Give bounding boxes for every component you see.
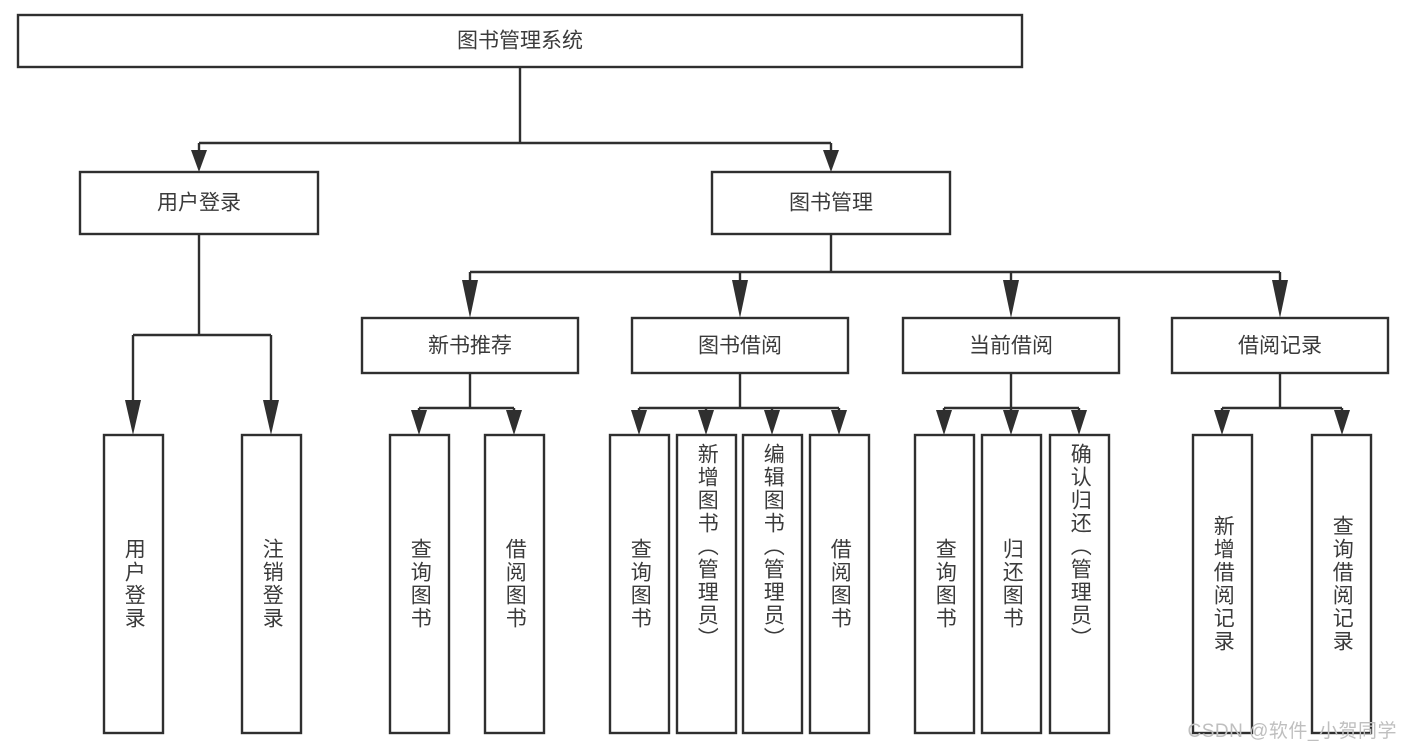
borrow-record-label: 借阅记录 (1238, 335, 1322, 358)
arrow-to-book-mgmt (823, 150, 839, 172)
arrow-to-book-borrow (732, 280, 748, 318)
node-current-borrow[interactable]: 当前借阅 (901, 316, 1121, 375)
node-user-login[interactable]: 用户登录 (78, 170, 320, 236)
arrow-borrow-leaf-3 (764, 410, 780, 435)
new-book-recommend-box[interactable] (360, 316, 580, 375)
arrow-current-leaf-3 (1071, 410, 1087, 435)
leaf-box-edit-book-admin[interactable] (741, 433, 804, 735)
book-management-label: 图书管理 (789, 192, 873, 215)
book-management-box[interactable] (710, 170, 952, 236)
leaf-box-add-book-admin[interactable] (675, 433, 738, 735)
node-new-book-recommend[interactable]: 新书推荐 (360, 316, 580, 375)
root-box[interactable] (16, 13, 1024, 69)
leaf-box-query-book-b[interactable] (608, 433, 671, 735)
arrow-record-leaf-2 (1334, 410, 1350, 435)
arrow-newbook-leaf-2 (506, 410, 522, 435)
book-borrow-label: 图书借阅 (698, 335, 782, 358)
node-borrow-record[interactable]: 借阅记录 (1170, 316, 1390, 375)
arrow-borrow-leaf-2 (698, 410, 714, 435)
leaf-box-borrow-book-b[interactable] (808, 433, 871, 735)
arrow-borrow-leaf-4 (831, 410, 847, 435)
leaf-box-query-record[interactable] (1310, 433, 1373, 735)
connector-layer (125, 67, 1350, 435)
arrow-to-borrow-record (1272, 280, 1288, 318)
leaf-box-user-login[interactable] (102, 433, 165, 735)
book-borrow-box[interactable] (630, 316, 850, 375)
root-label: 图书管理系统 (457, 30, 583, 53)
arrow-record-leaf-1 (1214, 410, 1230, 435)
leaf-box-logout[interactable] (240, 433, 303, 735)
leaf-box-borrow-book-a[interactable] (483, 433, 546, 735)
arrow-current-leaf-2 (1003, 410, 1019, 435)
leaf-box-add-record[interactable] (1191, 433, 1254, 735)
new-book-recommend-label: 新书推荐 (428, 335, 512, 358)
arrow-newbook-leaf-1 (411, 410, 427, 435)
arrow-current-leaf-1 (936, 410, 952, 435)
leaf-box-query-book-c[interactable] (913, 433, 976, 735)
arrow-to-new-book-rec (462, 280, 478, 318)
node-book-management[interactable]: 图书管理 (710, 170, 952, 236)
leaf-box-layer (102, 433, 1373, 735)
arrow-borrow-leaf-1 (631, 410, 647, 435)
arrow-to-user-login (191, 150, 207, 172)
watermark-text: CSDN @软件_小贺同学 (1187, 721, 1397, 742)
leaf-box-confirm-return[interactable] (1048, 433, 1111, 735)
node-root[interactable]: 图书管理系统 (16, 13, 1024, 69)
node-book-borrow[interactable]: 图书借阅 (630, 316, 850, 375)
leaf-box-return-book[interactable] (980, 433, 1043, 735)
user-login-box[interactable] (78, 170, 320, 236)
leaf-box-query-book-a[interactable] (388, 433, 451, 735)
arrow-to-current-borrow (1003, 280, 1019, 318)
current-borrow-label: 当前借阅 (969, 335, 1053, 358)
arrow-to-leaf-logout (263, 400, 279, 435)
current-borrow-box[interactable] (901, 316, 1121, 375)
arrow-to-leaf-user-login (125, 400, 141, 435)
user-login-label: 用户登录 (157, 192, 241, 215)
borrow-record-box[interactable] (1170, 316, 1390, 375)
